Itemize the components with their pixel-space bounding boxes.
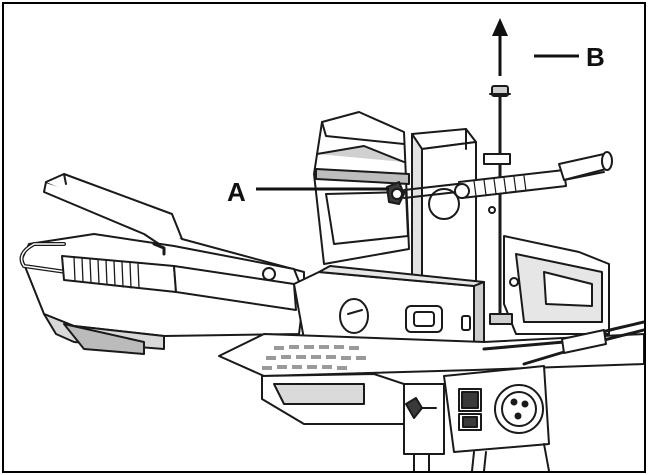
up-arrow-icon xyxy=(492,18,508,76)
side-knob xyxy=(405,397,437,419)
support-legs xyxy=(413,443,550,471)
callout-label-a: A xyxy=(227,177,246,207)
callout-label-b: B xyxy=(586,42,605,72)
bead-breaker-illustration xyxy=(19,18,644,471)
lower-mount-bracket xyxy=(261,373,445,455)
ribbed-grip xyxy=(61,255,297,311)
vertical-rod-b xyxy=(483,85,513,325)
switch-box xyxy=(443,365,550,453)
right-bracket-box xyxy=(503,235,610,335)
front-square-tube xyxy=(293,265,485,347)
horizontal-handle-bar xyxy=(403,151,613,199)
right-cable xyxy=(482,320,644,366)
wing-knob-a xyxy=(386,181,405,205)
wire-loop-handle xyxy=(19,242,166,274)
